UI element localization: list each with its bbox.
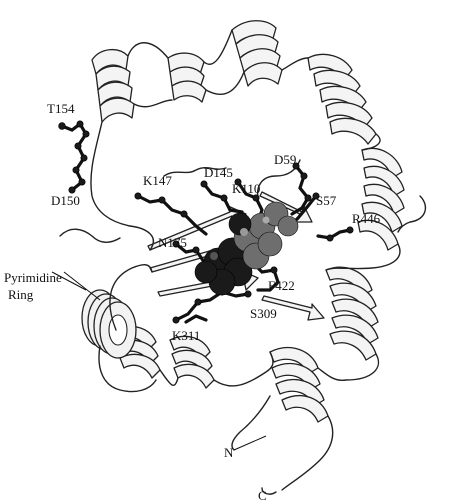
label-k147: K147 [143,173,172,188]
label-s309: S309 [250,306,277,321]
label-d59: D59 [274,152,296,167]
label-t154: T154 [47,101,75,116]
label-n-terminus: N [224,445,234,460]
label-d150: D150 [51,193,80,208]
label-pyrimidine-ring-line1: Pyrimidine [4,270,62,285]
label-f422: F422 [268,278,295,293]
label-r446: R446 [352,211,381,226]
helix-top-center [168,53,206,102]
label-k311: K311 [172,328,200,343]
label-s57: S57 [316,193,337,208]
label-d145: D145 [204,165,233,180]
label-pyrimidine-ring-line2: Ring [8,287,34,302]
label-c-terminus: C [258,488,267,503]
label-k110: K110 [232,181,260,196]
label-n175: N175 [158,235,187,250]
